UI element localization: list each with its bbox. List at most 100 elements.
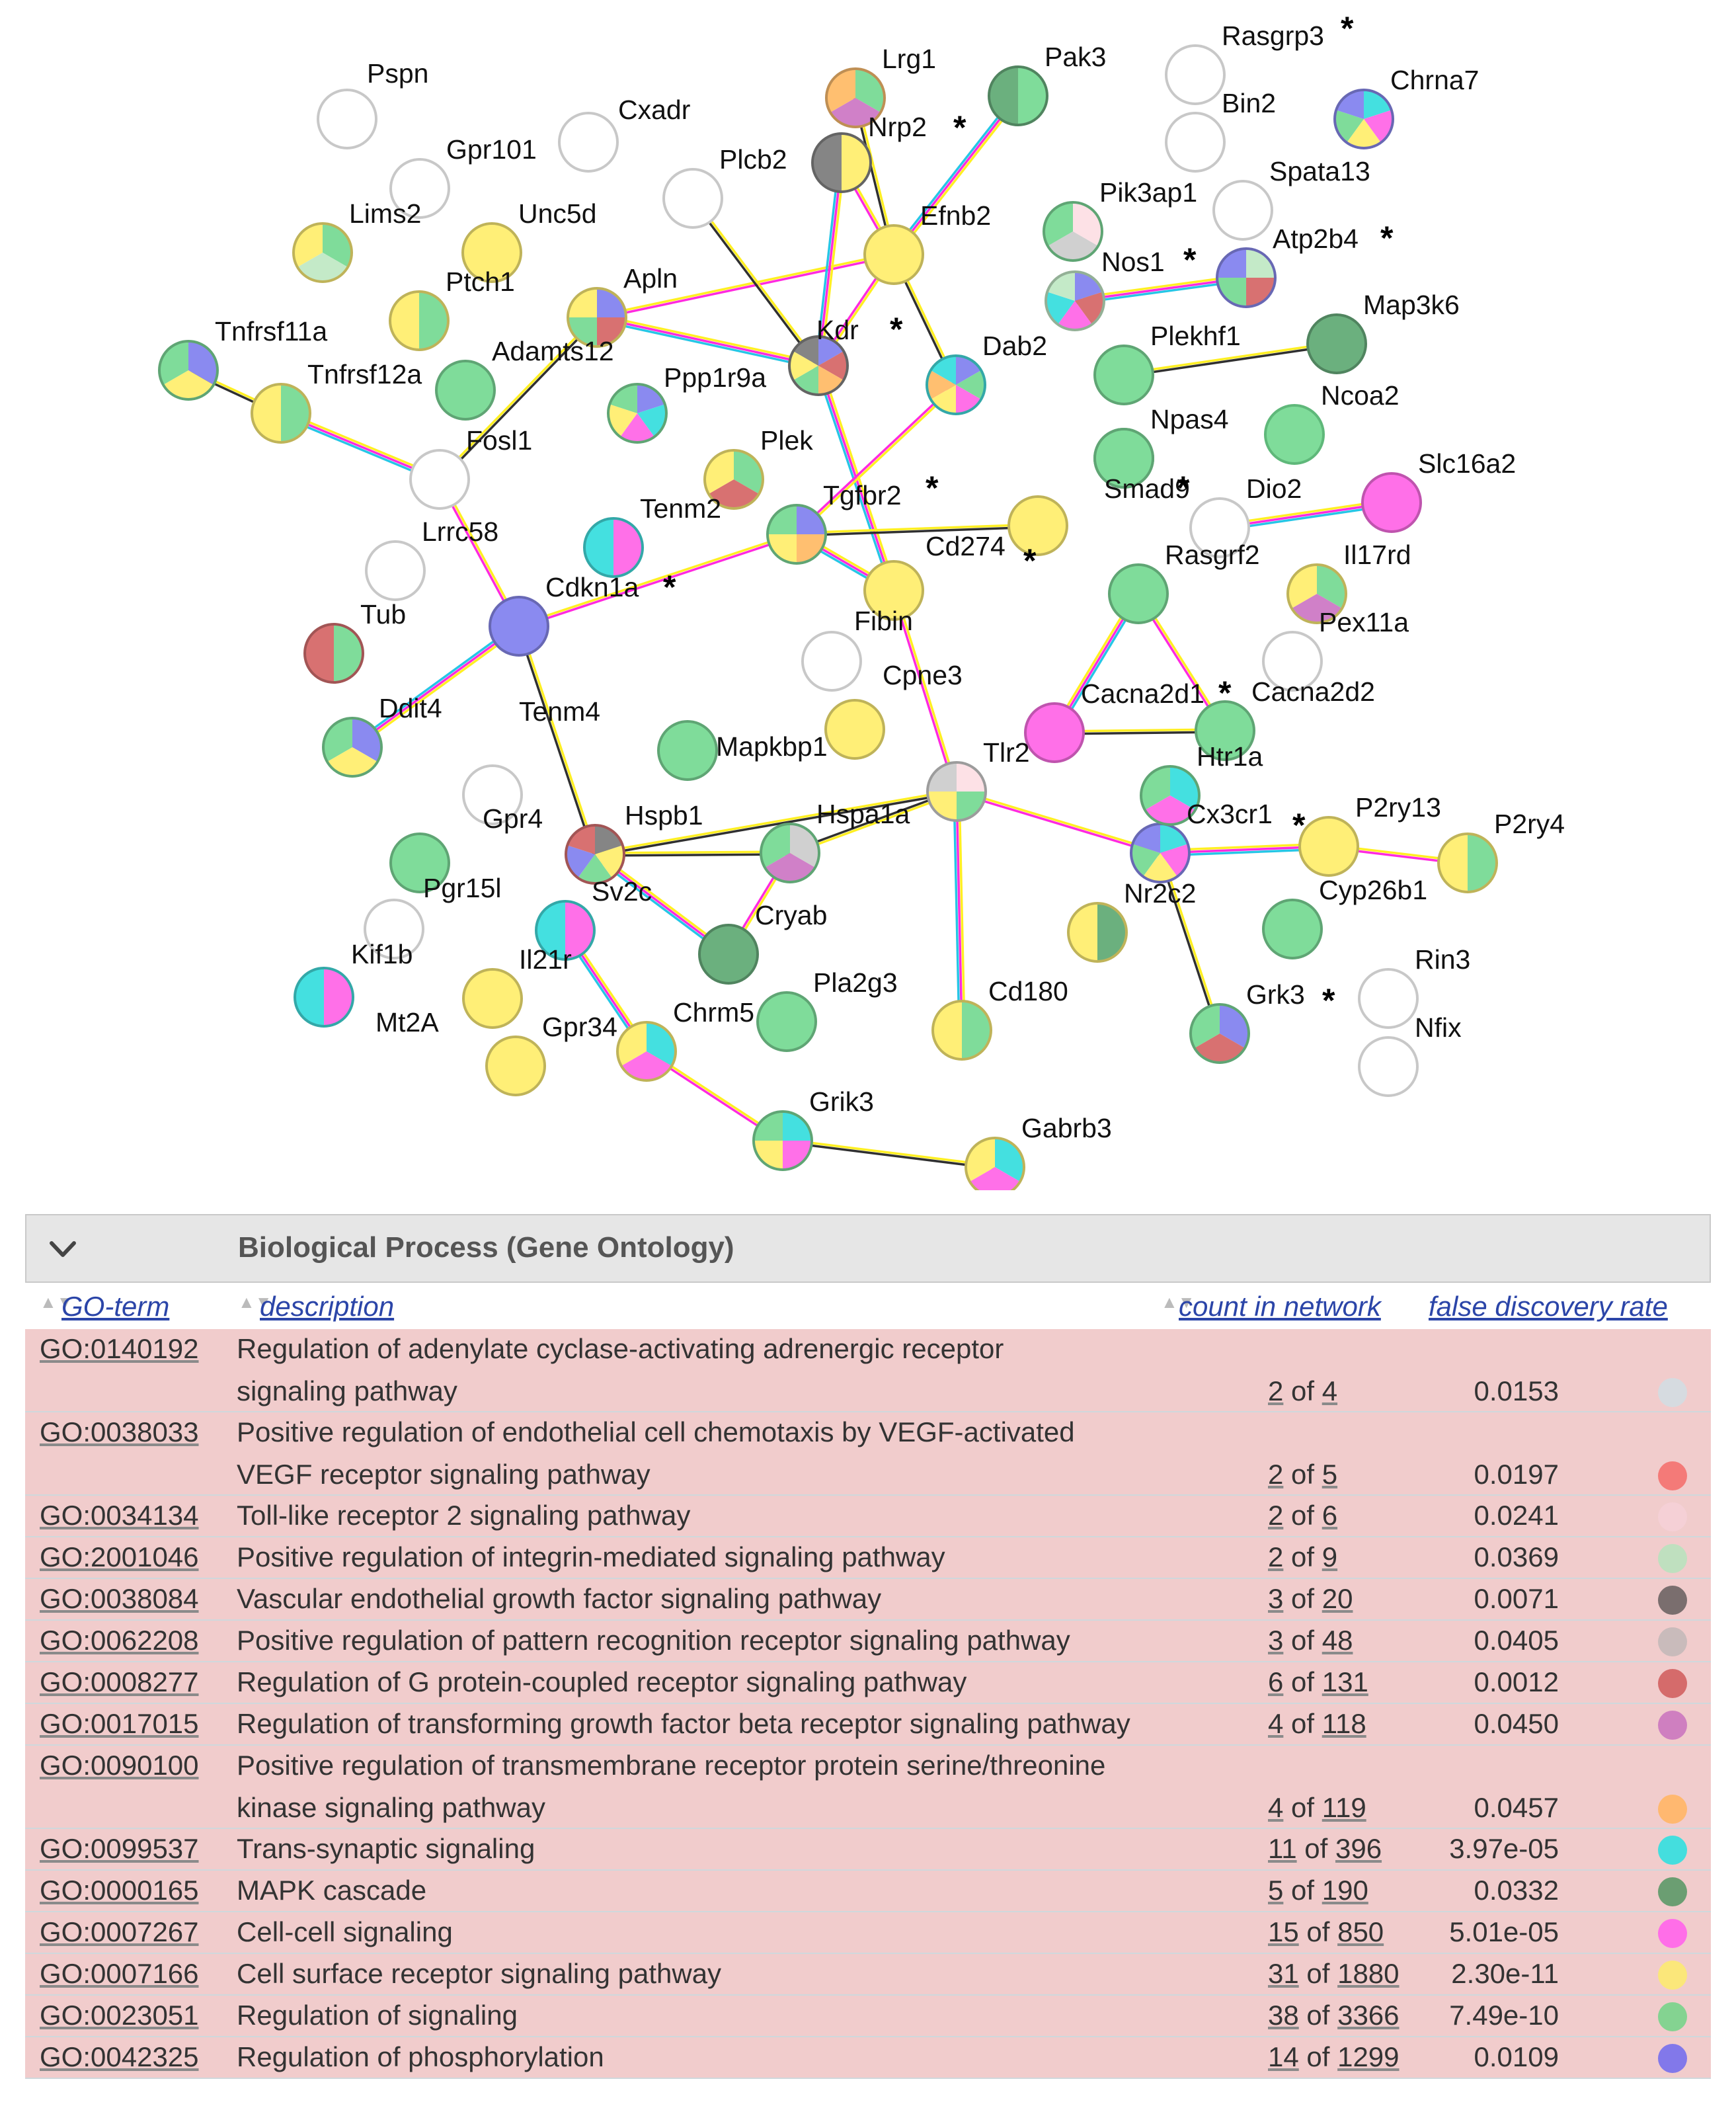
network-node-kif1b[interactable] <box>364 899 424 959</box>
go-term-id[interactable]: GO:0017015 <box>40 1708 199 1739</box>
network-node-tnfrsf11a[interactable] <box>158 340 219 401</box>
network-node-ptch1[interactable] <box>389 290 450 351</box>
column-description[interactable]: description <box>260 1291 395 1322</box>
network-node-map3k6[interactable] <box>1306 313 1367 374</box>
count-in-network[interactable]: 3 of 48 <box>1268 1625 1353 1656</box>
count-in-network[interactable]: 2 of 9 <box>1268 1541 1337 1573</box>
count-value[interactable]: 15 <box>1268 1916 1299 1947</box>
go-term-id[interactable]: GO:0007267 <box>40 1916 199 1947</box>
network-node-fosl1[interactable] <box>409 449 470 510</box>
term-color-swatch[interactable] <box>1658 1461 1687 1490</box>
count-total[interactable]: 131 <box>1322 1666 1368 1697</box>
network-node-pla2g3[interactable] <box>756 991 817 1052</box>
term-color-swatch[interactable] <box>1658 1586 1687 1615</box>
count-in-network[interactable]: 15 of 850 <box>1268 1916 1384 1948</box>
network-node-pspn[interactable] <box>317 89 377 149</box>
go-term-id[interactable]: GO:0042325 <box>40 2041 199 2072</box>
go-term-id[interactable]: GO:2001046 <box>40 1541 199 1572</box>
network-node-efnb2[interactable] <box>863 224 924 285</box>
term-color-swatch[interactable] <box>1658 1544 1687 1573</box>
count-value[interactable]: 3 <box>1268 1583 1284 1614</box>
network-node-il17rd[interactable] <box>1286 563 1347 624</box>
count-value[interactable]: 6 <box>1268 1666 1284 1697</box>
count-in-network[interactable]: 4 of 119 <box>1268 1792 1366 1824</box>
network-node-npas4[interactable] <box>1093 428 1154 489</box>
count-value[interactable]: 5 <box>1268 1875 1284 1906</box>
network-node-kdr[interactable] <box>788 335 849 396</box>
network-node-htr1a[interactable] <box>1140 765 1201 826</box>
sort-icon[interactable]: ▲▼ <box>1161 1292 1195 1312</box>
go-term-id[interactable]: GO:0007166 <box>40 1958 199 1989</box>
column-count-in-network[interactable]: count in network <box>1179 1291 1381 1322</box>
column-go-term[interactable]: GO-term <box>61 1291 170 1322</box>
term-color-swatch[interactable] <box>1658 2002 1687 2031</box>
count-in-network[interactable]: 2 of 6 <box>1268 1500 1337 1531</box>
network-node-plcb2[interactable] <box>662 168 723 229</box>
term-color-swatch[interactable] <box>1658 1836 1687 1865</box>
go-term-id[interactable]: GO:0038033 <box>40 1416 199 1447</box>
count-total[interactable]: 119 <box>1322 1792 1366 1823</box>
network-node-unc5d[interactable] <box>461 222 522 283</box>
network-node-ppp1r9a[interactable] <box>607 383 668 444</box>
network-node-bin2[interactable] <box>1165 112 1226 173</box>
count-total[interactable]: 1880 <box>1337 1958 1400 1989</box>
term-color-swatch[interactable] <box>1658 1961 1687 1990</box>
count-total[interactable]: 5 <box>1322 1459 1338 1490</box>
network-node-pik3ap1[interactable] <box>1043 201 1103 262</box>
network-node-fibin[interactable] <box>863 560 924 621</box>
network-node-plek[interactable] <box>703 449 764 510</box>
network-node-tgfbr2[interactable] <box>766 504 827 565</box>
network-node-il21r[interactable] <box>462 968 523 1029</box>
count-value[interactable]: 3 <box>1268 1625 1284 1656</box>
network-node-cpne3[interactable] <box>801 631 862 692</box>
network-node-ddit4[interactable] <box>322 717 383 778</box>
network-node-ncoa2[interactable] <box>1264 404 1325 465</box>
term-color-swatch[interactable] <box>1658 1627 1687 1656</box>
go-term-id[interactable]: GO:0034134 <box>40 1500 199 1531</box>
count-value[interactable]: 4 <box>1268 1708 1284 1739</box>
count-value[interactable]: 2 <box>1268 1375 1284 1406</box>
network-node-rasgrp3[interactable] <box>1165 44 1226 105</box>
network-node-cxadr[interactable] <box>558 112 619 173</box>
network-node-cx3cr1[interactable] <box>1130 823 1191 883</box>
network-node-apln[interactable] <box>567 287 627 348</box>
network-node-plekhf1[interactable] <box>1093 345 1154 405</box>
network-node-p2ry13[interactable] <box>1298 816 1359 877</box>
count-in-network[interactable]: 11 of 396 <box>1268 1833 1382 1865</box>
network-node-cd180[interactable] <box>931 1000 992 1061</box>
count-total[interactable]: 850 <box>1337 1916 1384 1947</box>
network-node-cdkn1a[interactable] <box>489 596 549 657</box>
network-node-chrm5[interactable] <box>616 1021 677 1082</box>
network-node-cd274[interactable] <box>1007 495 1068 556</box>
go-term-id[interactable]: GO:0000165 <box>40 1875 199 1906</box>
term-color-swatch[interactable] <box>1658 1502 1687 1531</box>
sort-icon[interactable]: ▲▼ <box>238 1292 272 1312</box>
count-in-network[interactable]: 3 of 20 <box>1268 1583 1353 1615</box>
term-color-swatch[interactable] <box>1658 1919 1687 1948</box>
go-term-id[interactable]: GO:0090100 <box>40 1750 199 1781</box>
count-value[interactable]: 2 <box>1268 1541 1284 1572</box>
network-node-tenm4[interactable] <box>657 720 718 781</box>
network-node-gpr34[interactable] <box>485 1036 546 1096</box>
network-node-nrp2[interactable] <box>811 132 872 193</box>
network-node-tub[interactable] <box>303 623 364 684</box>
count-total[interactable]: 3366 <box>1337 2000 1400 2031</box>
count-in-network[interactable]: 14 of 1299 <box>1268 2041 1400 2073</box>
network-node-cryab[interactable] <box>698 924 759 985</box>
network-node-sv2c[interactable] <box>535 900 596 961</box>
go-term-id[interactable]: GO:0062208 <box>40 1625 199 1656</box>
count-value[interactable]: 2 <box>1268 1459 1284 1490</box>
network-node-lrg1[interactable] <box>825 67 886 128</box>
term-color-swatch[interactable] <box>1658 1795 1687 1824</box>
count-total[interactable]: 1299 <box>1337 2041 1400 2072</box>
network-node-pak3[interactable] <box>988 65 1048 126</box>
network-node-chrna7[interactable] <box>1333 89 1394 149</box>
